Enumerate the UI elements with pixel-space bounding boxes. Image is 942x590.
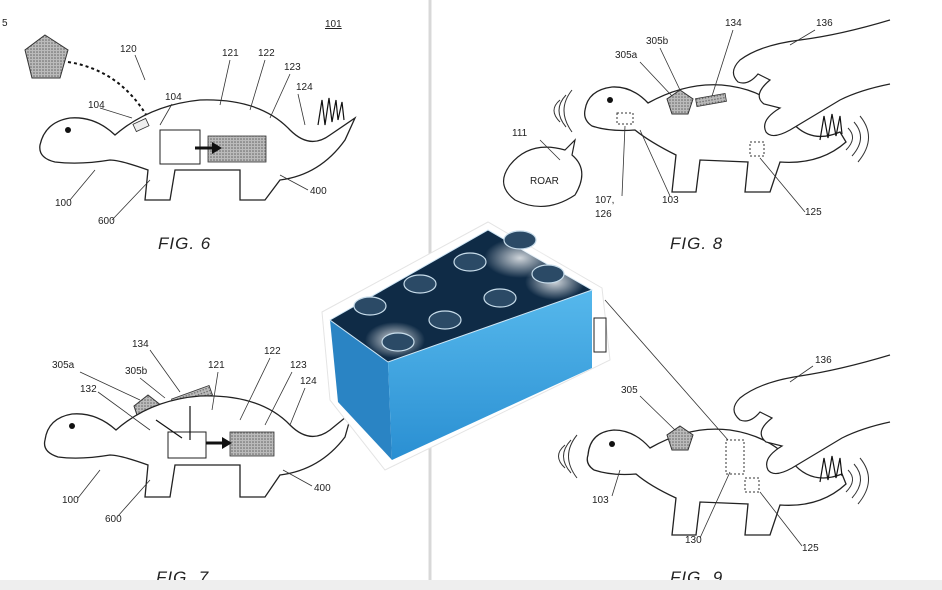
pentagon-shape — [666, 425, 694, 451]
figure-9: 136 305 103 130 125 FIG. 9 — [558, 299, 891, 587]
receiver-block — [167, 431, 207, 459]
fig6-caption: FIG. 6 — [158, 234, 211, 253]
reference-numeral: 600 — [98, 216, 115, 227]
reference-numeral: 125 — [805, 207, 822, 218]
figure-6: 101 5 120 121 122 123 104 104 124 100 60… — [2, 18, 357, 253]
figure-8: ROAR 134 136 305b 305a 111 107, 126 103 … — [503, 18, 891, 253]
reference-numeral: 400 — [310, 186, 327, 197]
reference-numeral: 125 — [802, 543, 819, 554]
speech-bubble — [503, 138, 583, 208]
dinosaur-eye — [609, 441, 615, 447]
reference-numeral: 124 — [300, 376, 317, 387]
figure-7: 134 305a 305b 121 122 132 123 124 100 60… — [43, 339, 354, 587]
reference-numeral: 305 — [621, 385, 638, 396]
dinosaur-eye — [607, 97, 613, 103]
dinosaur-eye — [65, 127, 71, 133]
brick-studs — [353, 230, 565, 352]
hand-outline — [733, 354, 891, 475]
reference-numeral: 5 — [2, 18, 8, 29]
reference-numeral: 107, — [595, 195, 614, 206]
brick-front-face — [330, 320, 392, 460]
reference-numeral: 136 — [816, 18, 833, 29]
reference-numeral: 136 — [815, 355, 832, 366]
reference-numeral: 305a — [52, 360, 75, 371]
reference-numeral: 132 — [80, 384, 97, 395]
reference-numeral: 124 — [296, 82, 313, 93]
reference-numeral: 121 — [208, 360, 225, 371]
reference-numeral: 305b — [646, 36, 669, 47]
tail-spikes — [819, 113, 843, 141]
response-block — [229, 431, 275, 457]
pentagon-shape — [666, 89, 694, 115]
reference-numeral: 104 — [165, 92, 182, 103]
bubble-text: ROAR — [530, 176, 559, 187]
reference-numeral: 111 — [512, 128, 528, 139]
fig8-caption: FIG. 8 — [670, 234, 723, 253]
slab-shape — [695, 92, 727, 108]
reference-numeral: 123 — [284, 62, 301, 73]
reference-numeral: 134 — [132, 339, 149, 350]
bottom-gutter — [0, 580, 942, 590]
dotted-arrow — [67, 61, 149, 119]
reference-numeral: 305b — [125, 366, 148, 377]
hand-outline — [732, 19, 891, 137]
reference-numeral: 600 — [105, 514, 122, 525]
receiver-block — [159, 129, 201, 165]
reference-numeral: 126 — [595, 209, 612, 220]
reference-numeral: 400 — [314, 483, 331, 494]
pentagon-shape — [24, 34, 69, 79]
reference-numeral: 104 — [88, 100, 105, 111]
brick-connector-tab — [593, 317, 607, 353]
reference-numeral: 103 — [662, 195, 679, 206]
reference-numeral: 120 — [120, 44, 137, 55]
reference-numeral: 123 — [290, 360, 307, 371]
reference-numeral: 100 — [62, 495, 79, 506]
reference-numeral: 130 — [685, 535, 702, 546]
reference-numeral: 134 — [725, 18, 742, 29]
light-brick-photo — [321, 221, 611, 471]
reference-numeral: 100 — [55, 198, 72, 209]
brick-side-face — [388, 290, 592, 460]
sheet-ref: 101 — [325, 19, 342, 30]
dinosaur-eye — [69, 423, 75, 429]
reference-numeral: 122 — [258, 48, 275, 59]
reference-numeral: 121 — [222, 48, 239, 59]
reference-numeral: 305a — [615, 50, 638, 61]
reference-numeral: 122 — [264, 346, 281, 357]
tail-spikes — [317, 97, 345, 126]
tail-spikes — [819, 455, 843, 483]
reference-numeral: 103 — [592, 495, 609, 506]
